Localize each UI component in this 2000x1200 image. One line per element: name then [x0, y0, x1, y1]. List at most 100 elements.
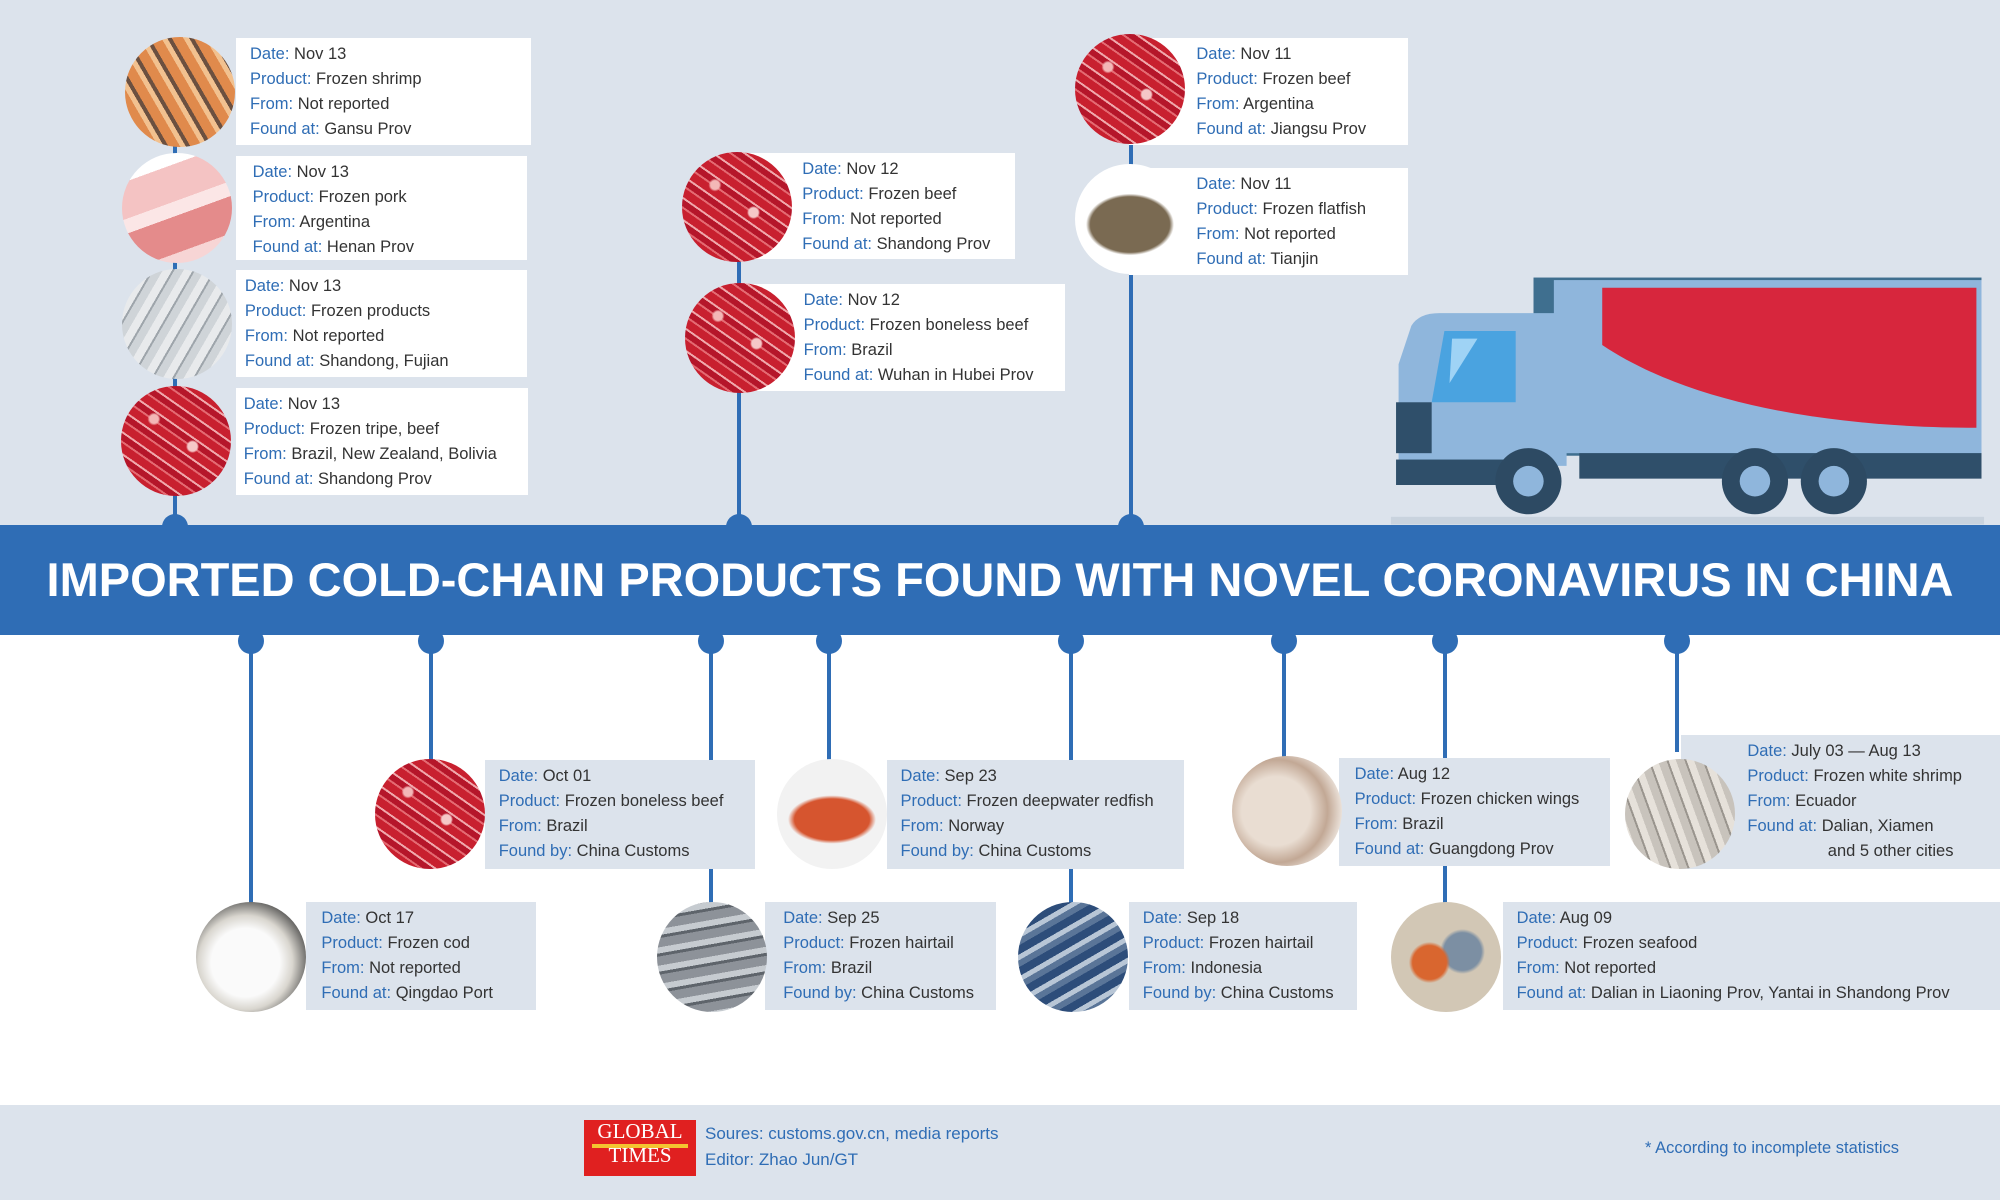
beef-photo	[1075, 34, 1186, 145]
field-value: Frozen tripe, beef	[309, 419, 440, 438]
footer	[0, 1105, 2000, 1200]
field-value: Jiangsu Prov	[1270, 120, 1367, 139]
field-value: Nov 13	[287, 394, 340, 413]
timeline-connector	[429, 635, 434, 763]
card-field-date: Date: Nov 13	[236, 42, 531, 67]
card-field-foundat: Found at: Shandong Prov	[746, 232, 1015, 257]
field-label: Date:	[900, 767, 940, 786]
card-field-foundat: Found at: Shandong, Fujian	[236, 349, 527, 374]
card-field-from: From: Brazil	[1339, 812, 1609, 837]
field-label: From:	[250, 95, 294, 114]
field-value: China Customs	[861, 983, 974, 1002]
field-label: Found at:	[1354, 839, 1425, 858]
card-field-date: Date: Nov 12	[746, 288, 1065, 313]
field-value: Brazil	[1402, 814, 1444, 833]
field-value: Nov 12	[847, 291, 900, 310]
logo-text-times: TIMES	[608, 1143, 672, 1167]
field-label: Found at:	[1196, 120, 1267, 139]
card-field-product: Product: Frozen white shrimp	[1681, 764, 2000, 789]
field-value: Sep 18	[1186, 908, 1240, 927]
card-field-from: From: Argentina	[236, 210, 527, 235]
field-value: Not reported	[1564, 958, 1656, 977]
field-label: Found at:	[243, 469, 314, 488]
card-field-from: From: Not reported	[306, 956, 536, 981]
card-field-product: Product: Frozen deepwater redfish	[887, 789, 1184, 814]
field-value: Frozen beef	[868, 185, 957, 204]
field-label: Found at:	[1747, 816, 1818, 835]
field-value: Shandong Prov	[318, 469, 432, 488]
field-value: Frozen flatfish	[1262, 200, 1367, 219]
field-label: Date:	[321, 908, 361, 927]
field-value: Dalian in Liaoning Prov, Yantai in Shand…	[1590, 983, 1950, 1002]
card-field-product: Product: Frozen boneless beef	[746, 313, 1065, 338]
timeline-connector	[1675, 635, 1680, 753]
field-label: Product:	[900, 792, 962, 811]
hairtail-photo	[656, 901, 767, 1012]
field-label: Found by:	[900, 842, 974, 861]
beef-photo	[682, 151, 793, 262]
card-field-date: Date: Nov 13	[236, 274, 527, 299]
card-field-date: Date: Nov 13	[236, 392, 528, 417]
truck-red-stripe	[1602, 287, 1977, 428]
field-label: Product:	[1196, 70, 1258, 89]
timeline-connector	[827, 635, 832, 763]
field-label: Found by:	[498, 842, 573, 861]
field-label: Product:	[803, 316, 866, 335]
field-value: Frozen shrimp	[316, 70, 422, 89]
field-label: Date:	[783, 908, 823, 927]
card-field-product: Product: Frozen cod	[306, 931, 536, 956]
field-value: Nov 11	[1240, 175, 1292, 194]
field-label: Date:	[244, 277, 285, 296]
timeline-connector	[249, 635, 254, 919]
field-value: Frozen seafood	[1582, 933, 1698, 952]
card-field-product: Product: Frozen pork	[236, 185, 527, 210]
card-field-foundby: Found by: China Customs	[887, 839, 1184, 864]
card-field-from: From: Brazil	[746, 338, 1065, 363]
field-value: Aug 12	[1397, 764, 1451, 783]
field-label: Found at:	[803, 366, 874, 385]
card-field-product: Product: Frozen chicken wings	[1339, 787, 1609, 812]
field-value: Argentina	[299, 212, 371, 231]
field-value: Wuhan in Hubei Prov	[877, 366, 1034, 385]
field-value: Frozen cod	[387, 933, 470, 952]
card-field-date: Date: Nov 12	[746, 157, 1015, 182]
logo-text-global: GLOBAL	[597, 1119, 683, 1143]
field-value: Frozen beef	[1262, 70, 1351, 89]
field-label: From:	[243, 444, 287, 463]
card-field-date: Date: Oct 01	[485, 764, 755, 789]
card-field-foundby: Found by: China Customs	[1129, 981, 1357, 1006]
field-label: Product:	[1142, 933, 1205, 952]
card-field-foundby: Found by: China Customs	[765, 981, 996, 1006]
field-label: Date:	[1196, 45, 1236, 64]
field-value: Not reported	[1244, 225, 1336, 244]
card-field-foundby: Found by: China Customs	[485, 839, 755, 864]
field-value: Frozen products	[310, 302, 431, 321]
field-value: Brazil	[830, 958, 873, 977]
field-label: From:	[1142, 958, 1186, 977]
card-field-from: From: Ecuador	[1681, 789, 2000, 814]
redfish-photo	[776, 758, 887, 869]
field-value: Brazil	[851, 341, 893, 360]
sources-text: Soures: customs.gov.cn, media reports	[705, 1124, 999, 1143]
field-value: Frozen boneless beef	[869, 316, 1029, 335]
card-field-from: From: Argentina	[1129, 92, 1408, 117]
card-field-product: Product: Frozen tripe, beef	[236, 417, 528, 442]
field-label: From:	[1516, 958, 1560, 977]
field-value: Shandong Prov	[876, 235, 991, 254]
field-label: From:	[498, 817, 542, 836]
field-label: Product:	[244, 302, 307, 321]
card-field-foundat: Found at: Guangdong Prov	[1339, 837, 1609, 862]
field-value: Brazil	[546, 817, 588, 836]
card-field-from: From: Brazil	[485, 814, 755, 839]
field-label: Found at:	[244, 352, 315, 371]
card-field-product: Product: Frozen hairtail	[1129, 931, 1357, 956]
field-value: Aug 09	[1559, 908, 1613, 927]
field-value: July 03 — Aug 13	[1791, 741, 1921, 760]
field-value: Frozen boneless beef	[564, 792, 724, 811]
field-value: Sep 25	[827, 908, 880, 927]
card-field-date: Date: Nov 13	[236, 160, 527, 185]
